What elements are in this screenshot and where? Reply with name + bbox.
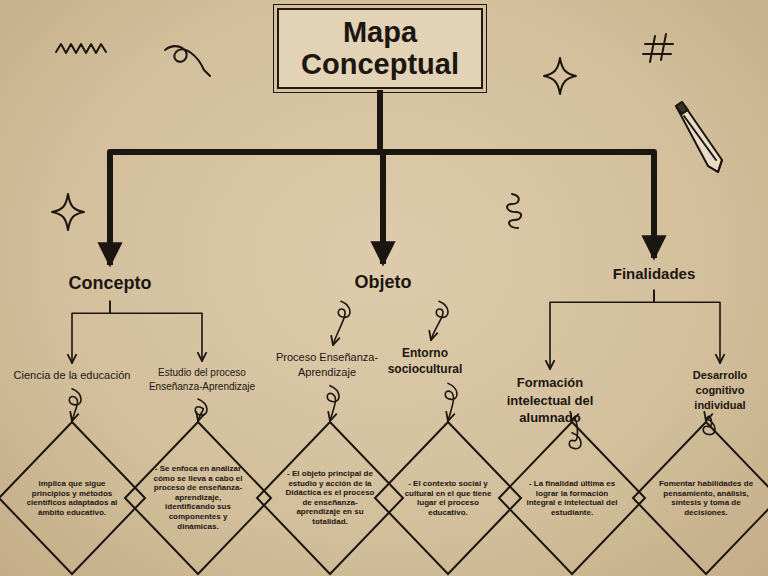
label-text: Entorno sociocultural [375,345,475,377]
connector-arrow [550,290,654,369]
label-text: Formación intelectual del alumnado [491,374,609,427]
zigzag-doodle [56,44,106,53]
label-text: Desarrollo cognitivo individual [675,368,765,413]
connector-arrow [110,301,202,361]
connector-arrow [445,383,457,421]
connector-arrow [195,399,207,421]
diamond-shape [257,422,403,574]
connector-arrow [654,290,720,363]
concept-label: Formación intelectual del alumnado [491,374,609,427]
diamond-text: implica que sigue principios y métodos c… [23,479,121,517]
concept-label: Ciencia de la educación [2,368,142,383]
label-text: Finalidades [584,264,724,284]
branch-heading: Objeto [328,270,438,294]
star-doodle [544,58,576,94]
branch-arrow [110,90,380,265]
pencil-doodle [676,102,722,172]
concept-label: Estudio del proceso Enseñanza-Aprendizaj… [141,366,263,393]
title-box: Mapa Conceptual [277,8,483,89]
description-diamond: - Se enfoca en analizar cómo se lleva a … [123,420,273,576]
star-doodle [52,194,84,230]
connector-arrow [333,301,350,345]
diamond-text: - El contexto social y cultural en el qu… [399,479,497,517]
concept-label: Desarrollo cognitivo individual [675,368,765,413]
label-text: Estudio del proceso Enseñanza-Aprendizaj… [141,366,263,393]
label-text: Ciencia de la educación [2,368,142,383]
spiral-doodle [507,194,521,228]
description-diamond: - El contexto social y cultural en el qu… [373,420,523,576]
diamond-text: - Se enfoca en analizar cómo se lleva a … [149,464,247,531]
concept-label: Proceso Enseñanza-Aprendizaje [271,350,383,380]
branch-heading: Concepto [45,271,175,295]
branch-arrow [380,90,654,258]
diamond-shape [499,422,645,574]
diamond-text: Fomentar habilidades de pensamiento, aná… [657,479,755,517]
diamond-text: - La finalidad última es lograr la forma… [523,479,621,517]
diamond-text: - El objeto principal de estudio y acció… [281,469,379,527]
diamond-shape [0,422,145,574]
title-text: Mapa Conceptual [287,16,473,81]
label-text: Proceso Enseñanza-Aprendizaje [271,350,383,380]
label-text: Objeto [328,270,438,294]
concept-label: Entorno sociocultural [375,345,475,377]
connector-arrow [431,301,448,340]
description-diamond: Fomentar habilidades de pensamiento, aná… [631,420,768,576]
diamond-shape [125,422,271,574]
connector-arrow [69,389,81,421]
hashtag-doodle [643,34,673,62]
connector-arrow [72,301,110,363]
branch-heading: Finalidades [584,264,724,284]
description-diamond: - La finalidad última es lograr la forma… [497,420,647,576]
description-diamond: - El objeto principal de estudio y acció… [255,420,405,576]
loop-doodle [165,46,210,76]
label-text: Concepto [45,271,175,295]
connector-arrow [327,386,339,421]
diamond-shape [633,422,768,574]
